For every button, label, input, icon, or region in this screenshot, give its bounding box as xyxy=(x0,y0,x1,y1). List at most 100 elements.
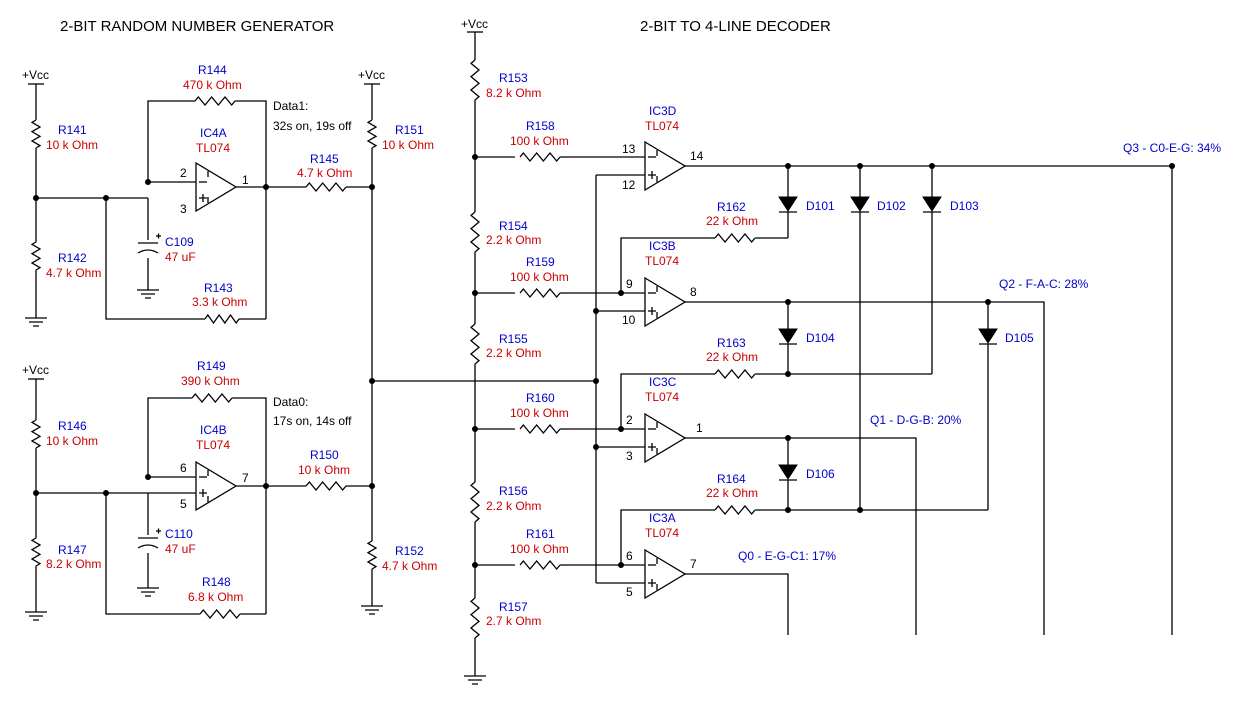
r153-ref: R153 xyxy=(499,71,528,85)
junction-dot xyxy=(369,378,375,384)
junction-dot xyxy=(263,483,269,489)
r151-ref: R151 xyxy=(395,123,424,137)
r150-ref: R150 xyxy=(310,448,339,462)
d102-ref: D102 xyxy=(877,199,906,213)
ic3c-ref: IC3C xyxy=(649,375,677,389)
r149-resistor xyxy=(191,392,233,404)
r144-resistor xyxy=(194,95,236,107)
ic3b-pin-out: 8 xyxy=(690,285,697,299)
ic3c-value: TL074 xyxy=(645,390,679,404)
output-q1-label: Q1 - D-G-B: 20% xyxy=(870,413,962,427)
r148-resistor xyxy=(199,608,241,620)
r152-ref: R152 xyxy=(395,544,424,558)
r152-value: 4.7 k Ohm xyxy=(382,559,437,573)
junction-dot xyxy=(785,163,791,169)
ic3b-plus-sign xyxy=(648,307,656,315)
junction-dot xyxy=(103,195,109,201)
r146-value: 10 k Ohm xyxy=(46,434,98,448)
ic4b-pin-noninv: 5 xyxy=(180,497,187,511)
ic3d-opamp-body xyxy=(644,140,687,192)
r147-value: 8.2 k Ohm xyxy=(46,557,101,571)
r159-ref: R159 xyxy=(526,255,555,269)
junction-dot xyxy=(985,299,991,305)
r154-ref: R154 xyxy=(499,219,528,233)
r157-resistor xyxy=(469,597,481,639)
title-rng: 2-BIT RANDOM NUMBER GENERATOR xyxy=(60,18,334,35)
ground-icon xyxy=(464,675,486,685)
r158-resistor xyxy=(519,151,561,163)
ic3d-value: TL074 xyxy=(645,119,679,133)
r145-ref: R145 xyxy=(310,152,339,166)
power-symbols xyxy=(28,31,483,380)
r143-value: 3.3 k Ohm xyxy=(192,295,247,309)
ic3c-pin-out: 1 xyxy=(696,421,703,435)
output-q0-label: Q0 - E-G-C1: 17% xyxy=(738,549,836,563)
ic3a-value: TL074 xyxy=(645,526,679,540)
junction-dot xyxy=(857,163,863,169)
junction-dot xyxy=(472,562,478,568)
r162-resistor xyxy=(714,232,756,244)
data1-note-timing: 32s on, 19s off xyxy=(273,119,352,133)
r151-resistor xyxy=(366,119,378,149)
ic3c-opamp-body xyxy=(644,412,687,464)
ic3a-opamp-body xyxy=(644,548,687,600)
ic3c-pin-inv: 2 xyxy=(626,413,633,427)
vcc-label: +Vcc xyxy=(22,363,49,377)
r147-ref: R147 xyxy=(58,543,87,557)
d105-diode-icon xyxy=(978,328,998,344)
c109-value: 47 uF xyxy=(165,250,196,264)
ground-icon xyxy=(25,611,47,621)
title-decoder: 2-BIT TO 4-LINE DECODER xyxy=(640,18,831,35)
ic4a-pin-out: 1 xyxy=(242,173,249,187)
r162-value: 22 k Ohm xyxy=(706,214,758,228)
r158-value: 100 k Ohm xyxy=(510,134,569,148)
d106-ref: D106 xyxy=(806,467,835,481)
ic3b-opamp-body xyxy=(644,276,687,328)
ic4b-ref: IC4B xyxy=(200,423,227,437)
ground-symbols xyxy=(25,289,486,685)
r155-ref: R155 xyxy=(499,332,528,346)
r157-value: 2.7 k Ohm xyxy=(486,614,541,628)
d101-diode-icon xyxy=(778,196,798,212)
junction-dot xyxy=(33,195,39,201)
junction-dot xyxy=(263,184,269,190)
resistors xyxy=(30,59,756,639)
r157-ref: R157 xyxy=(499,600,528,614)
c109-plus-mark xyxy=(156,233,161,239)
c110-plus-mark xyxy=(156,528,161,534)
data0-note-timing: 17s on, 14s off xyxy=(273,414,352,428)
ground-icon xyxy=(137,587,159,597)
ic3d-pin-noninv: 12 xyxy=(622,178,636,192)
r142-value: 4.7 k Ohm xyxy=(46,266,101,280)
r149-ref: R149 xyxy=(197,359,226,373)
r143-ref: R143 xyxy=(204,281,233,295)
r163-resistor xyxy=(714,368,756,380)
output-q2-label: Q2 - F-A-C: 28% xyxy=(999,277,1089,291)
ic4a-plus-sign xyxy=(199,194,207,202)
r160-ref: R160 xyxy=(526,391,555,405)
junctions xyxy=(33,154,1175,568)
ic4a-value: TL074 xyxy=(196,141,230,155)
ic4a-pin-inv: 2 xyxy=(180,166,187,180)
junction-dot xyxy=(33,490,39,496)
d104-diode-icon xyxy=(778,328,798,344)
r148-ref: R148 xyxy=(202,575,231,589)
r159-resistor xyxy=(519,287,561,299)
junction-dot xyxy=(593,308,599,314)
ic4b-plus-sign xyxy=(199,489,207,497)
vcc-label: +Vcc xyxy=(461,17,488,31)
r144-value: 470 k Ohm xyxy=(183,78,242,92)
d105-ref: D105 xyxy=(1005,331,1034,345)
ic4b-value: TL074 xyxy=(196,438,230,452)
junction-dot xyxy=(472,154,478,160)
ic3d-plus-sign xyxy=(648,171,656,179)
junction-dot xyxy=(929,163,935,169)
junction-dot xyxy=(1169,163,1175,169)
r141-ref: R141 xyxy=(58,123,87,137)
r164-value: 22 k Ohm xyxy=(706,486,758,500)
ic3c-pin-noninv: 3 xyxy=(626,449,633,463)
r161-ref: R161 xyxy=(526,527,555,541)
ic3a-plus-sign xyxy=(648,579,656,587)
r145-resistor xyxy=(305,181,347,193)
